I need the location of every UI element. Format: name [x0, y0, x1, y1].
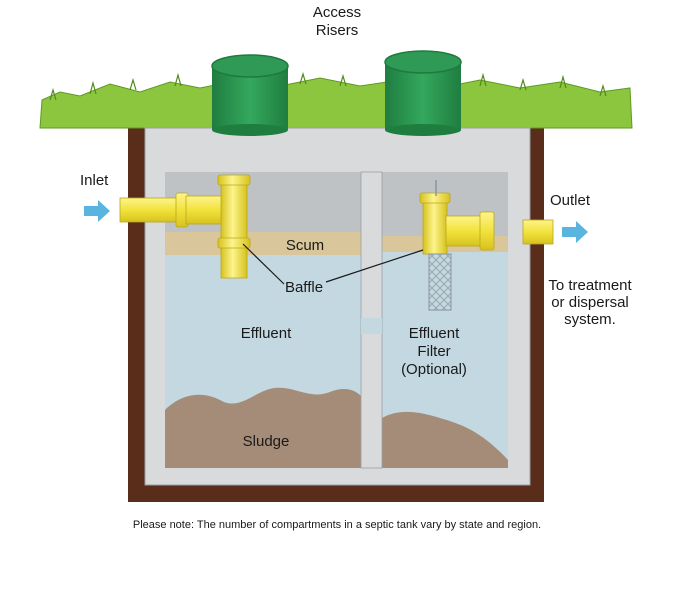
treatment-label-2: or dispersal [551, 294, 629, 311]
access-riser-right [384, 50, 462, 136]
outlet-pipe [419, 180, 554, 311]
treatment-label-3: system. [564, 311, 616, 328]
effluent-label: Effluent [241, 325, 292, 342]
sludge-label: Sludge [243, 433, 290, 450]
sludge-layer-right [382, 411, 508, 468]
effluent-filter-label-3: (Optional) [401, 361, 467, 378]
scum-label: Scum [286, 237, 324, 254]
baffle-leader-right [325, 249, 424, 283]
divider-opening [361, 318, 382, 334]
inlet-arrow-icon [84, 200, 110, 222]
outlet-arrow-icon [562, 221, 588, 243]
baffle-leader-left [242, 243, 285, 285]
inlet-pipe [119, 174, 251, 279]
sludge-layer-left [165, 387, 361, 468]
effluent-filter-label-2: Filter [417, 343, 450, 360]
inlet-label: Inlet [80, 172, 109, 189]
grass-blades [49, 71, 607, 101]
access-risers-label-1: Access [313, 4, 361, 21]
access-risers-label-2: Risers [316, 22, 359, 39]
scum-layer [165, 232, 361, 255]
baffle-label: Baffle [285, 279, 323, 296]
outlet-label: Outlet [550, 192, 591, 209]
grass-strip [39, 77, 633, 129]
treatment-label-1: To treatment [548, 277, 632, 294]
access-riser-left [211, 54, 289, 136]
effluent-filter-label-1: Effluent [409, 325, 460, 342]
footnote: Please note: The number of compartments … [133, 519, 541, 531]
